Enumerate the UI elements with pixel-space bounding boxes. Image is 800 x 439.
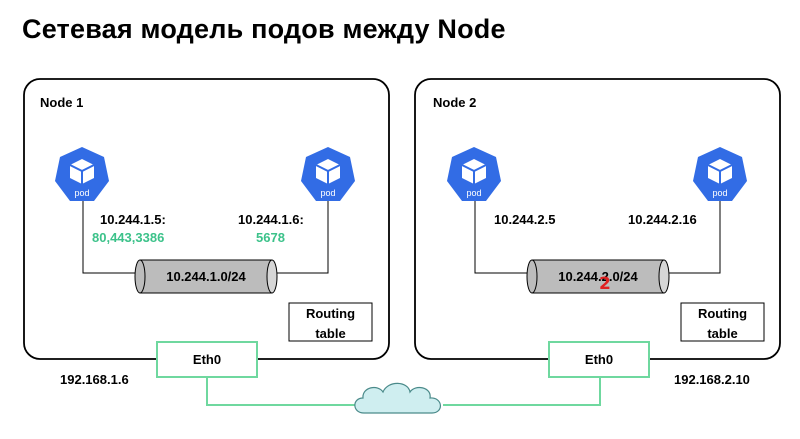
node-2-pod-b-ip: 10.244.2.16 bbox=[628, 212, 697, 227]
node-2-red-marker: 2 bbox=[599, 274, 611, 294]
node-2-label: Node 2 bbox=[433, 95, 477, 110]
link-cloud-to-eth0-node2 bbox=[443, 377, 601, 406]
node-2-eth0-box bbox=[548, 341, 650, 378]
link-eth0-node1-to-cloud bbox=[206, 377, 357, 406]
cloud-icon bbox=[354, 382, 441, 414]
node-2-bridge-label: 10.244.2.0/24 bbox=[558, 269, 638, 284]
page-title: Сетевая модель подов между Node bbox=[22, 14, 506, 44]
node-2-pod-a-wire bbox=[474, 200, 530, 274]
node-2-pod-a-ip: 10.244.2.5 bbox=[494, 212, 556, 227]
node-1-pod-b-port: 5678 bbox=[256, 230, 285, 245]
node-2-eth0-label: Eth0 bbox=[584, 352, 614, 367]
node-1-pod-a-caption: pod bbox=[74, 188, 90, 198]
node-1-bridge-label: 10.244.1.0/24 bbox=[166, 269, 246, 284]
node-1-pod-b-caption: pod bbox=[320, 188, 336, 198]
node-1-eth0-box bbox=[156, 341, 258, 378]
node-2-bridge bbox=[526, 259, 670, 294]
node-1-pod-a-ip: 10.244.1.5: bbox=[100, 212, 166, 227]
node-1-pod-a-ports: 80,443,3386 bbox=[92, 230, 165, 245]
node-2-pod-b-wire bbox=[666, 200, 721, 274]
node-2-pod-a-caption: pod bbox=[466, 188, 482, 198]
node-1-label: Node 1 bbox=[40, 95, 84, 110]
node-1-host-ip: 192.168.1.6 bbox=[60, 372, 129, 387]
node-2-pod-b-caption: pod bbox=[712, 188, 728, 198]
node-1-eth0-label: Eth0 bbox=[192, 352, 222, 367]
node-1-bridge bbox=[134, 259, 278, 294]
node-1-pod-b-ip: 10.244.1.6: bbox=[238, 212, 304, 227]
node-2-routing-table bbox=[680, 302, 765, 342]
node-2-host-ip: 192.168.2.10 bbox=[674, 372, 750, 387]
node-1-pod-b-wire bbox=[274, 200, 329, 274]
node-1-pod-a-wire bbox=[82, 200, 137, 274]
node-1-routing-table bbox=[288, 302, 373, 342]
